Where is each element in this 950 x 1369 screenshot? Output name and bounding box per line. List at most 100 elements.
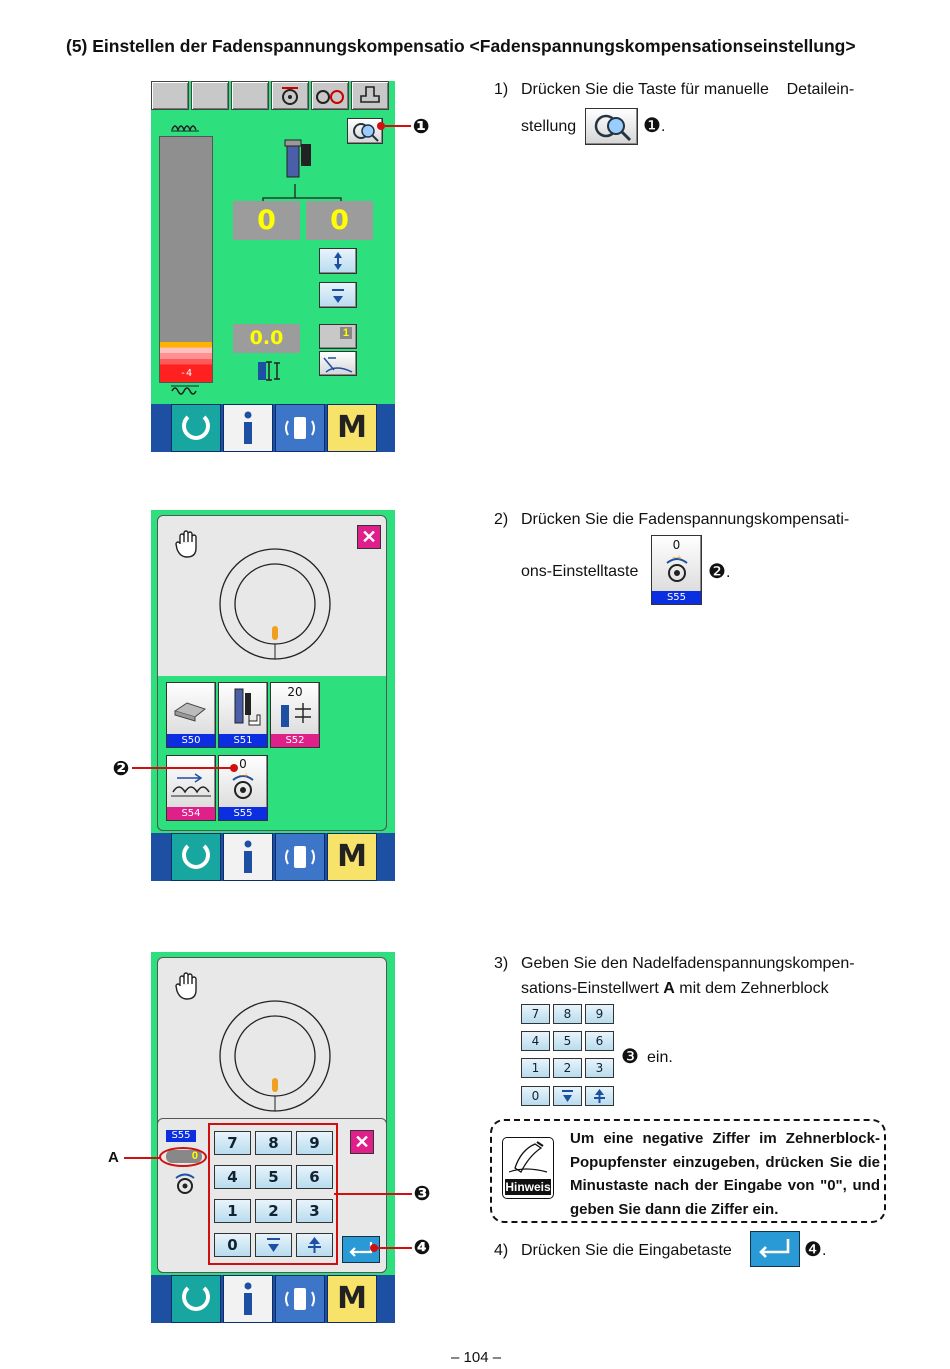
step-4-tail: .: [822, 1242, 827, 1259]
step-3-marker: ❸: [621, 1046, 639, 1068]
callout-1-line: [385, 125, 411, 127]
keypad-key-2[interactable]: 2: [255, 1199, 292, 1223]
inline-button-value: 0: [672, 538, 681, 552]
mini-key-4: 4: [521, 1031, 550, 1051]
keypad-key-0[interactable]: 0: [214, 1233, 251, 1257]
callout-3-line: [334, 1193, 412, 1195]
toolbar-button-blank[interactable]: [231, 81, 269, 110]
bottom-bar: M: [151, 1275, 395, 1323]
close-icon[interactable]: ✕: [350, 1130, 374, 1154]
mode-button[interactable]: M: [327, 1275, 377, 1323]
callout-2-dot: [230, 764, 238, 772]
toolbar-button-blank[interactable]: [151, 81, 189, 110]
keypad-key-5[interactable]: 5: [255, 1165, 292, 1189]
keypad-plus-button[interactable]: [296, 1233, 333, 1257]
enter-button[interactable]: [342, 1236, 380, 1263]
keypad-key-9[interactable]: 9: [296, 1131, 333, 1155]
communication-button[interactable]: [275, 833, 325, 881]
winder-icon[interactable]: [311, 81, 349, 110]
info-button[interactable]: [223, 833, 273, 881]
thread-tension-icon[interactable]: [271, 81, 309, 110]
key-s55-value: 0: [239, 757, 247, 771]
ready-button[interactable]: [171, 404, 221, 452]
key-s50-code: S50: [167, 734, 215, 747]
mini-key-minus: [553, 1086, 582, 1106]
increase-button[interactable]: [319, 248, 357, 274]
bottom-bar: M: [151, 833, 395, 881]
presser-foot-graphic: [261, 136, 361, 214]
dial-graphic: [215, 544, 335, 669]
counter-reset-icon[interactable]: [319, 351, 357, 376]
step-3-text-b-pre: sations-Einstellwert: [521, 980, 664, 997]
keypad-key-3[interactable]: 3: [296, 1199, 333, 1223]
key-s54-code: S54: [167, 807, 215, 820]
close-icon[interactable]: ✕: [357, 525, 381, 549]
key-s51[interactable]: S51: [218, 682, 268, 748]
counter-value: 1: [339, 327, 352, 339]
lower-thread-icon: [171, 384, 201, 402]
keypad-key-1[interactable]: 1: [214, 1199, 251, 1223]
step-2-text: Drücken Sie die Fadenspannungskompensati…: [521, 511, 850, 528]
step-3-text-b-bold: A: [663, 980, 675, 997]
callout-2-line: [132, 767, 232, 769]
keypad-key-6[interactable]: 6: [296, 1165, 333, 1189]
tension-release-icon: [255, 359, 285, 388]
key-s55-code: S55: [219, 807, 267, 820]
mini-key-2: 2: [553, 1058, 582, 1078]
keypad-minus-button[interactable]: [255, 1233, 292, 1257]
step-1-marker: ❶: [643, 115, 661, 137]
screen-1: -4 0 0 0.0 1: [151, 81, 395, 452]
decrease-button[interactable]: [319, 282, 357, 308]
key-s50[interactable]: S50: [166, 682, 216, 748]
hand-icon: [174, 530, 202, 565]
mode-button[interactable]: M: [327, 404, 377, 452]
keypad-key-8[interactable]: 8: [255, 1131, 292, 1155]
info-button[interactable]: [223, 1275, 273, 1323]
callout-1-dot: [377, 122, 385, 130]
presser-icon[interactable]: [351, 81, 389, 110]
key-s52-code: S52: [271, 734, 319, 747]
label-a: A: [108, 1149, 119, 1166]
toolbar-button-blank[interactable]: [191, 81, 229, 110]
mini-key-6: 6: [585, 1031, 614, 1051]
screen-2: ✕ S50 S51 20 S52 S54 0 −+ S55 M: [151, 510, 395, 881]
key-s52[interactable]: 20 S52: [270, 682, 320, 748]
counter-button[interactable]: 1: [319, 324, 357, 349]
mini-key-3: 3: [585, 1058, 614, 1078]
step-1-text-b: stellung: [521, 118, 577, 135]
callout-a-line: [124, 1157, 160, 1159]
mode-button[interactable]: M: [327, 833, 377, 881]
step-1-number: 1): [494, 81, 509, 98]
callout-4-marker: ❹: [413, 1235, 431, 1259]
step-4-marker: ❹: [804, 1239, 822, 1261]
callout-a-ellipse: [159, 1147, 207, 1167]
hand-icon: [174, 972, 202, 1007]
bottom-bar: M: [151, 404, 395, 452]
page-number: – 104 –: [451, 1349, 502, 1366]
ready-button[interactable]: [171, 1275, 221, 1323]
info-button[interactable]: [223, 404, 273, 452]
key-s55[interactable]: 0 −+ S55: [218, 755, 268, 821]
manual-detail-setting-button[interactable]: [347, 118, 383, 144]
step-3-number: 3): [494, 955, 509, 972]
hint-icon-label: Hinweis: [505, 1179, 551, 1195]
communication-button[interactable]: [275, 404, 325, 452]
step-4-text: Drücken Sie die Eingabetaste: [521, 1242, 732, 1259]
key-s54[interactable]: S54: [166, 755, 216, 821]
mini-key-plus: [585, 1086, 614, 1106]
communication-button[interactable]: [275, 1275, 325, 1323]
svg-text:−+: −+: [239, 771, 249, 780]
ready-button[interactable]: [171, 833, 221, 881]
keypad-key-7[interactable]: 7: [214, 1131, 251, 1155]
step-3-text-b: sations-Einstellwert A mit dem Zehnerblo…: [521, 979, 829, 998]
hint-box: Hinweis Um eine negative Ziffer im Zehne…: [490, 1119, 886, 1223]
keypad-key-4[interactable]: 4: [214, 1165, 251, 1189]
step-1-text: Drücken Sie die Taste für manuelle Detai…: [521, 81, 855, 98]
key-s52-value: 20: [287, 685, 303, 699]
tension-compensation-icon: [170, 1169, 200, 1202]
step-4-number: 4): [494, 1242, 509, 1259]
value-small-display: 0.0: [233, 324, 300, 353]
mini-key-9: 9: [585, 1004, 614, 1024]
hint-text: Um eine negative Ziffer im Zehnerblock-P…: [570, 1130, 880, 1218]
value-left-display: 0: [233, 201, 300, 240]
